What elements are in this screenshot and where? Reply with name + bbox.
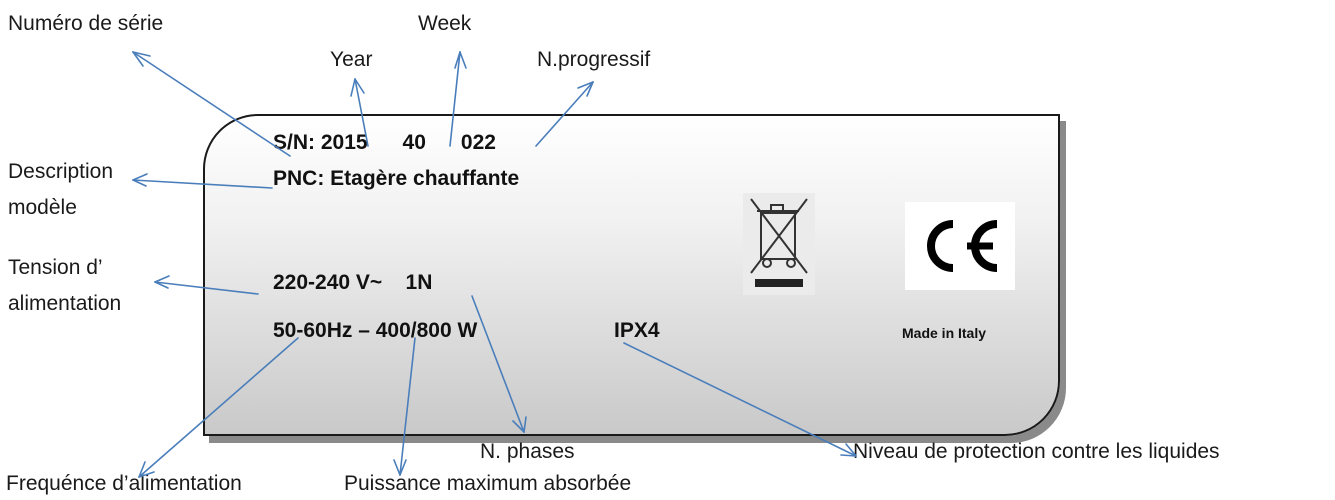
ce-mark-icon bbox=[905, 202, 1015, 290]
label-liquid-protection: Niveau de protection contre les liquides bbox=[853, 440, 1220, 463]
label-frequency: Frequénce d’alimentation bbox=[6, 472, 242, 495]
arrow-progressive-number bbox=[535, 81, 594, 147]
label-voltage-2: alimentation bbox=[8, 292, 122, 315]
frequency-power-text: 50-60Hz – 400/800 W bbox=[273, 319, 478, 342]
arrow-description bbox=[132, 179, 273, 189]
label-progressive-number: N.progressif bbox=[537, 48, 651, 71]
ip-rating-text: IPX4 bbox=[614, 319, 660, 342]
arrow-phases bbox=[471, 295, 525, 433]
label-description-1: Description bbox=[8, 160, 114, 183]
voltage-phase-text: 220-240 V~ 1N bbox=[273, 271, 433, 294]
label-voltage-1: Tension d’ bbox=[8, 256, 103, 279]
arrow-year bbox=[354, 78, 369, 147]
weee-bin-icon bbox=[743, 193, 815, 295]
label-year: Year bbox=[330, 48, 373, 71]
arrow-frequency bbox=[138, 337, 299, 478]
label-week: Week bbox=[418, 12, 472, 35]
made-in-italy-text: Made in Italy bbox=[902, 325, 987, 341]
arrow-liquid-protection bbox=[623, 342, 857, 457]
arrow-voltage bbox=[154, 281, 259, 295]
label-serial-number: Numéro de série bbox=[8, 12, 164, 35]
arrow-max-power bbox=[399, 337, 416, 476]
label-phases: N. phases bbox=[480, 440, 575, 463]
label-max-power: Puissance maximum absorbée bbox=[344, 472, 632, 495]
serial-number-text: S/N: 2015 40 022 bbox=[273, 131, 496, 154]
pnc-description-text: PNC: Etagère chauffante bbox=[273, 167, 520, 190]
label-description-2: modèle bbox=[8, 196, 77, 219]
arrow-serial-number bbox=[132, 51, 291, 157]
arrow-week bbox=[449, 51, 461, 147]
